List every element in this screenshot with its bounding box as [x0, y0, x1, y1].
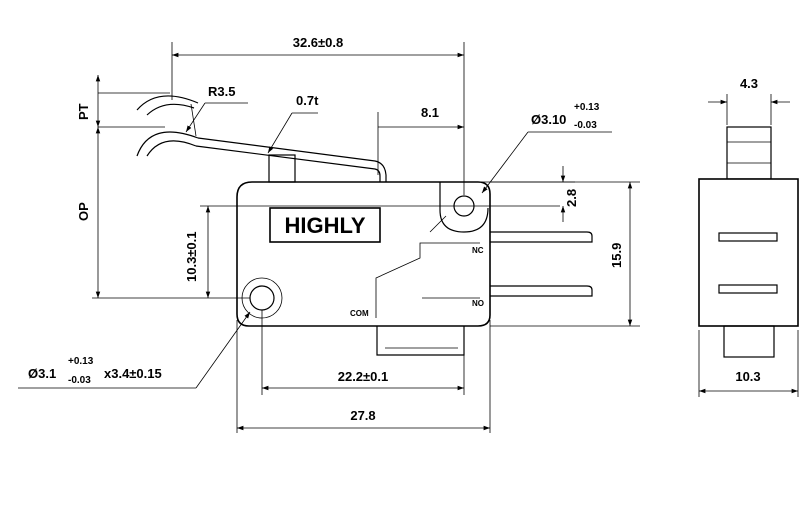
- terminal-offset-label: 2.8: [564, 189, 579, 207]
- side-terminal-no: [718, 284, 778, 294]
- roller-upper: [136, 95, 199, 111]
- mount-hole-suffix: x3.4±0.15: [104, 366, 162, 381]
- body-length-label: 27.8: [350, 408, 375, 423]
- no-terminal: [490, 285, 593, 297]
- side-body: [698, 178, 799, 327]
- switch-body: [236, 181, 491, 327]
- hole-tol-plus: +0.13: [574, 102, 600, 113]
- nc-label: NC: [472, 246, 484, 255]
- body-height-label: 15.9: [609, 243, 624, 268]
- roller-lower: [136, 131, 199, 157]
- brand-label: HIGHLY: [284, 213, 365, 238]
- thickness-label: 0.7t: [296, 93, 319, 108]
- hole-spacing-label: 22.2±0.1: [338, 369, 389, 384]
- com-terminal: [376, 326, 465, 356]
- side-view: 4.3 10.3: [698, 76, 799, 397]
- hole-dia-label: Ø3.10: [531, 112, 566, 127]
- height-to-hole-label: 10.3±0.1: [184, 231, 199, 282]
- pt-label: PT: [76, 103, 91, 120]
- overall-length-label: 32.6±0.8: [293, 35, 344, 50]
- com-label: COM: [350, 309, 369, 318]
- side-plunger: [726, 126, 772, 180]
- side-width-label: 10.3: [735, 369, 760, 384]
- mount-hole-prefix: Ø3.1: [28, 366, 56, 381]
- mount-tol-plus: +0.13: [68, 356, 94, 367]
- internal-spring: [375, 242, 480, 318]
- hole-tol-minus: -0.03: [574, 120, 597, 131]
- radius-label: R3.5: [208, 84, 235, 99]
- mount-tol-minus: -0.03: [68, 375, 91, 386]
- front-view: HIGHLY NC NO COM: [136, 95, 593, 356]
- nc-terminal: [490, 231, 593, 243]
- side-top-width-label: 4.3: [740, 76, 758, 91]
- front-dimensions: 32.6±0.8 R3.5 0.7t 8.1 Ø3.10 +0.13 -0.03…: [18, 35, 640, 433]
- op-label: OP: [76, 202, 91, 221]
- side-terminal-nc: [718, 232, 778, 242]
- no-label: NO: [472, 299, 484, 308]
- brand-box: [269, 207, 381, 243]
- lever: [197, 137, 387, 182]
- side-com-tab: [723, 325, 775, 358]
- plunger: [268, 154, 296, 183]
- offset-label: 8.1: [421, 105, 439, 120]
